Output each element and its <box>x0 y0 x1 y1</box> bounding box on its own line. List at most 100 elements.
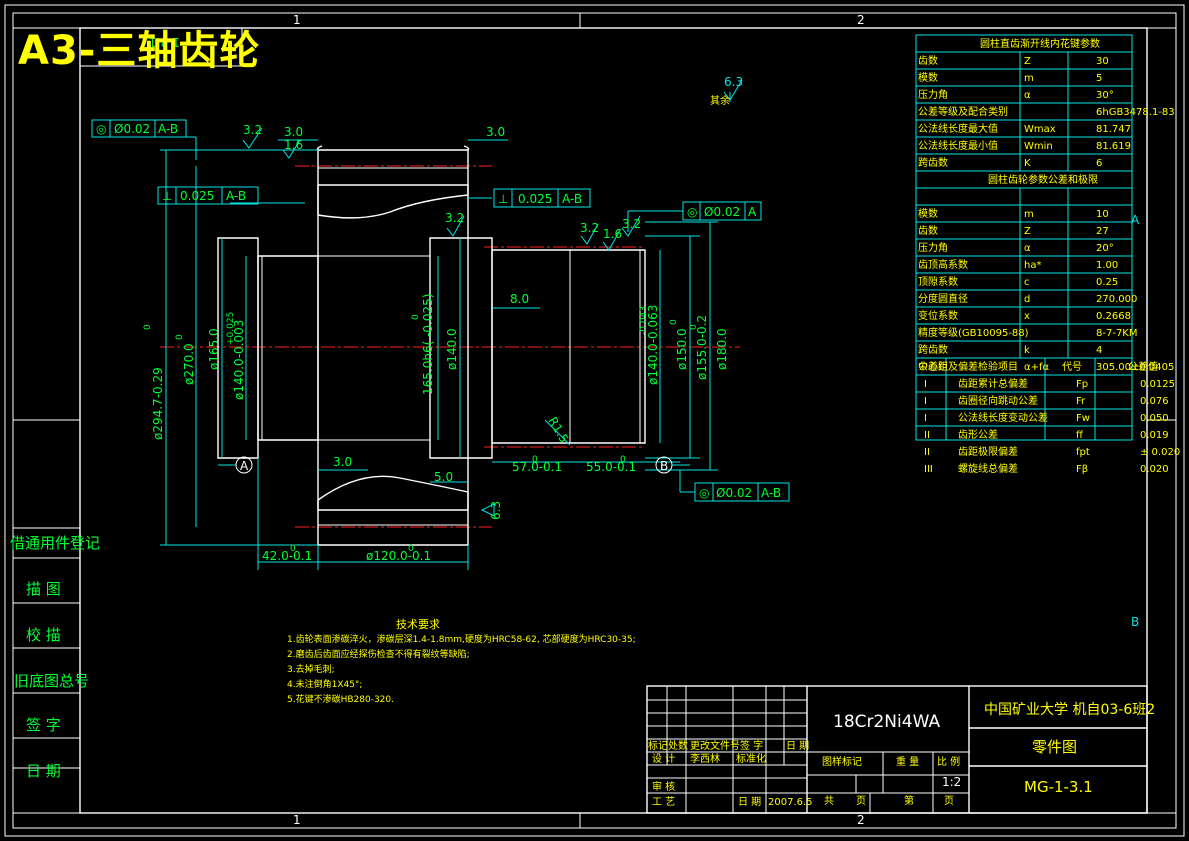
dim-30c: 3.0 <box>333 455 352 469</box>
dim-r15: R1.5 <box>545 415 571 446</box>
table3-cell-r0-c0: I <box>924 379 927 390</box>
gear-section-view <box>91 79 790 570</box>
table1-cell-r5-c0: 公法线长度最小值 <box>918 139 998 152</box>
zone-top-1: 1 <box>293 13 301 27</box>
table1-cell-r2-c1: α <box>1024 90 1031 101</box>
table2-cell-r1-c2: 27 <box>1096 226 1109 237</box>
table-col-code: 代号 <box>1062 361 1082 373</box>
dim-rough-63b: 6.3 <box>489 501 503 520</box>
title-total-label: 共 <box>824 795 834 807</box>
dim-perp1-val: 0.025 <box>180 189 214 203</box>
dim-coax3-ref: A-B <box>761 486 781 500</box>
designer: 李西林 <box>690 752 720 765</box>
table3-cell-r0-c2: Fp <box>1076 379 1088 390</box>
title-material: 18Cr2Ni4WA <box>833 712 940 732</box>
table2-cell-r0-c2: 10 <box>1096 209 1109 220</box>
table3-cell-r1-c2: Fr <box>1076 396 1086 407</box>
dim-rough-63: 6.3 <box>724 75 743 89</box>
table1-cell-r0-c0: 齿数 <box>918 54 938 67</box>
table2-cell-r8-c0: 跨齿数 <box>918 343 948 356</box>
zone-bot-2: 2 <box>857 813 865 827</box>
table2-cell-r5-c0: 分度圆直径 <box>918 292 968 305</box>
table2-cell-r0-c1: m <box>1024 209 1034 220</box>
dim-180: ø180.0 <box>715 328 729 370</box>
strip-item-3: 旧底图总号 <box>14 672 89 690</box>
table3-cell-r4-c1: 齿距极限偏差 <box>958 445 1018 458</box>
dim-perp2-val: 0.025 <box>518 192 552 206</box>
tech-requirements: 技术要求 1.齿轮表面渗碳淬火，渗碳层深1.4-1.8mm,硬度为HRC58-6… <box>287 618 636 705</box>
table3-cell-r3-c2: ff <box>1076 430 1084 441</box>
dim-perp2-sym: ⊥ <box>498 192 508 206</box>
dim-140a-tol: +0.025 <box>226 312 236 345</box>
tech-line-1: 1.齿轮表面渗碳淬火，渗碳层深1.4-1.8mm,硬度为HRC58-62, 芯部… <box>287 633 636 645</box>
dimension-labels: 6.3 其余 ◎ Ø0.02 A-B 3.2 3.0 1.6 3.0 ⊥ 0.0… <box>96 75 781 563</box>
dim-coax2-val: Ø0.02 <box>704 205 740 219</box>
table3-cell-r2-c3: 0.050 <box>1140 413 1169 424</box>
table1-cell-r5-c1: Wmin <box>1024 141 1053 152</box>
table1-cell-r0-c1: Z <box>1024 56 1031 67</box>
table2-cell-r2-c1: α <box>1024 243 1031 254</box>
table1-cell-r6-c2: 6 <box>1096 158 1102 169</box>
dim-30b: 3.0 <box>486 125 505 139</box>
table-col-item: 检验项目 <box>978 360 1018 373</box>
dim-550: 55.0-0.1 <box>586 460 636 474</box>
table2-cell-r7-c2: 8-7-7KM <box>1096 328 1138 339</box>
table1-cell-r3-c2: 6hGB3478.1-83 <box>1096 107 1175 118</box>
dim-570-tol: 0 <box>532 455 538 465</box>
rev-col-1: 处数 <box>668 739 688 752</box>
table3-cell-r5-c3: 0.020 <box>1140 464 1169 475</box>
process-label: 工 艺 <box>652 796 675 808</box>
table2-cell-r0-c0: 模数 <box>918 207 938 220</box>
rev-col-2: 更改文件号 <box>690 739 740 752</box>
dim-perp2-ref: A-B <box>562 192 582 206</box>
table1-cell-r1-c0: 模数 <box>918 71 938 84</box>
strip-item-5: 日 期 <box>26 762 61 780</box>
dim-30a: 3.0 <box>284 125 303 139</box>
dim-2947: ø294.7-0.29 <box>151 367 165 440</box>
table2-cell-r4-c0: 顶隙系数 <box>918 275 958 288</box>
check-label: 审 核 <box>652 780 675 793</box>
table2-cell-r3-c2: 1.00 <box>1096 260 1118 271</box>
dim-coax3-sym: ◎ <box>699 486 709 500</box>
table1-cell-r2-c2: 30° <box>1096 90 1114 101</box>
table-heading-2: 圆柱齿轮参数公差和极限 <box>988 173 1098 186</box>
dim-140c: ø140.0-0.063 <box>646 305 660 385</box>
table3-cell-r3-c1: 齿形公差 <box>958 428 998 441</box>
table-grid-1 <box>916 52 1132 440</box>
table1-cell-r5-c2: 81.619 <box>1096 141 1131 152</box>
dim-270-tol: 0 <box>175 334 185 340</box>
dim-rough-32a: 3.2 <box>243 123 262 137</box>
dim-550-tol: 0 <box>620 455 626 465</box>
title-drawing-code: MG-1-3.1 <box>1024 778 1093 796</box>
table2-cell-r9-c1: α+fα <box>1024 362 1049 373</box>
dim-150: ø150.0 <box>675 328 689 370</box>
design-label: 设 计 <box>652 752 675 765</box>
table3-cell-r5-c2: Fβ <box>1076 464 1088 475</box>
table-col-group: 公差组 <box>918 360 948 373</box>
table2-cell-r4-c2: 0.25 <box>1096 277 1118 288</box>
dim-165: ø165.0 <box>207 328 221 370</box>
title-page-unit-2: 页 <box>944 795 954 807</box>
dim-rough-16b: 1.6 <box>603 227 622 241</box>
zone-right-b: B <box>1131 615 1139 629</box>
tech-line-5: 5.花键不渗碳HB280-320. <box>287 693 394 705</box>
dim-155-tol: 0 <box>689 324 699 330</box>
dim-1650h6: 165.0h6( -0.025) <box>421 294 435 395</box>
zone-bot-1: 1 <box>293 813 301 827</box>
datum-a: A <box>240 459 249 473</box>
table3-cell-r4-c0: II <box>924 447 930 458</box>
strip-item-4: 签 字 <box>26 716 61 734</box>
dim-rough-32b: 3.2 <box>445 211 464 225</box>
tech-heading: 技术要求 <box>396 618 440 631</box>
table3-cell-r1-c1: 齿圈径向跳动公差 <box>958 394 1038 407</box>
date: 2007.6.5 <box>768 797 813 808</box>
table3-cell-r3-c0: II <box>924 430 930 441</box>
dim-perp1-ref: A-B <box>226 189 246 203</box>
dim-80: 8.0 <box>510 292 529 306</box>
table1-cell-r3-c0: 公差等级及配合类别 <box>918 105 1008 118</box>
date-label: 日 期 <box>738 796 761 808</box>
table2-cell-r5-c1: d <box>1024 294 1030 305</box>
strip-item-0: 借通用件登记 <box>10 534 100 552</box>
